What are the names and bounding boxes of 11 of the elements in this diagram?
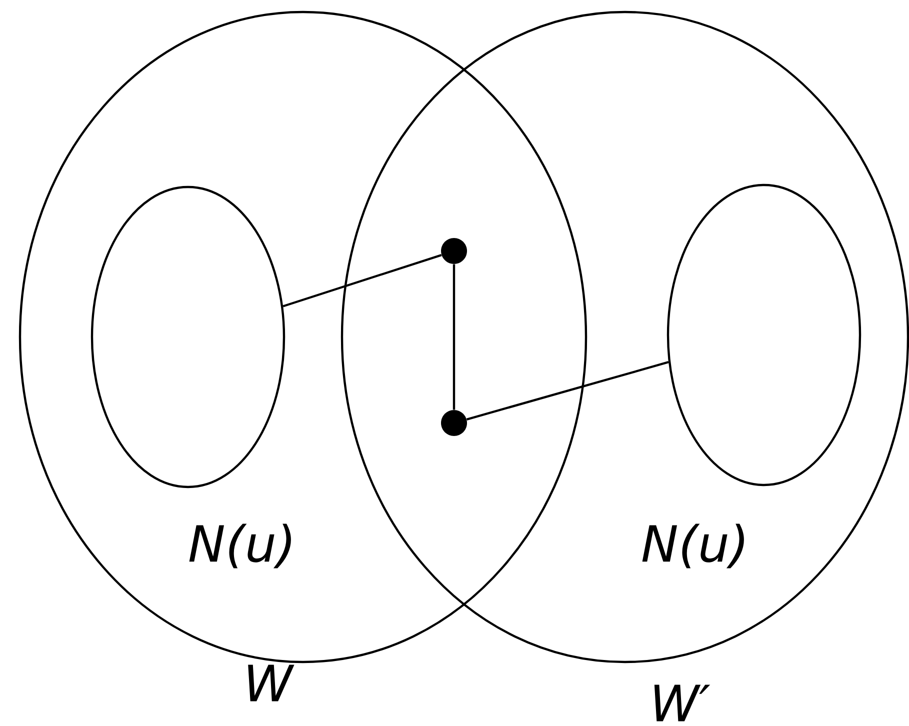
line: [282, 254, 442, 308]
set-label: N(u): [189, 524, 291, 568]
ellipse: [90, 186, 286, 488]
vertex-dot: [441, 238, 467, 264]
set-label: W: [248, 664, 294, 702]
vertex-dot: [441, 410, 467, 436]
ellipse: [666, 184, 862, 486]
set-label: W′: [654, 684, 710, 722]
set-label: N(u): [642, 524, 744, 568]
line: [466, 361, 669, 420]
line: [452, 264, 456, 410]
